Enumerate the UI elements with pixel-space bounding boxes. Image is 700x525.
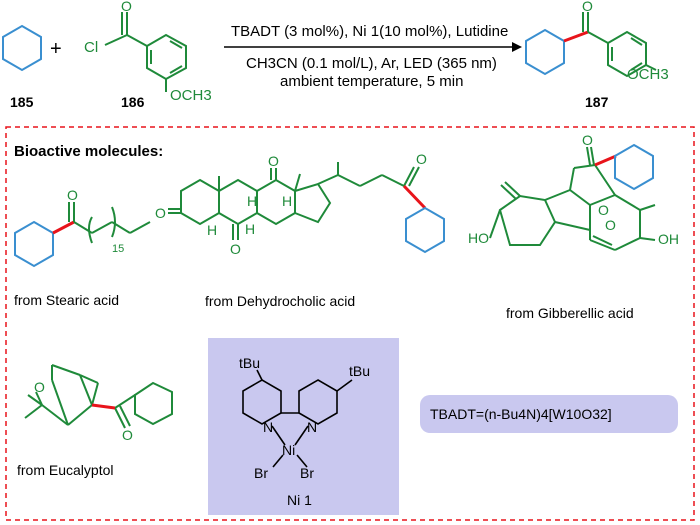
svg-text:O: O <box>582 132 593 148</box>
conditions-line-2: CH3CN (0.1 mol/L), Ar, LED (365 nm) <box>246 55 497 72</box>
methoxy-186: OCH3 <box>170 87 212 104</box>
chlorine-atom: Cl <box>84 39 98 56</box>
svg-text:O: O <box>598 202 609 218</box>
conditions-line-1: TBADT (3 mol%), Ni 1(10 mol%), Lutidine <box>231 23 508 40</box>
svg-text:O: O <box>122 427 133 443</box>
carbonyl-o-187: O <box>582 0 593 14</box>
gibberellic-derivative-structure <box>489 146 656 251</box>
svg-text:O: O <box>155 205 166 221</box>
label-187: 187 <box>585 94 609 110</box>
ni-atom: Ni <box>282 442 295 458</box>
panel-title: Bioactive molecules: <box>14 143 163 160</box>
svg-text:OH: OH <box>658 231 679 247</box>
stearic-chain-subscript: 15 <box>112 243 124 255</box>
label-186: 186 <box>121 94 145 110</box>
br-left: Br <box>254 465 268 481</box>
new-cc-bond <box>563 30 589 43</box>
n-left: N <box>263 419 273 435</box>
arrowhead <box>512 42 522 52</box>
bioactive-panel-border <box>5 126 695 521</box>
ni-catalyst-structure <box>242 369 353 468</box>
eucalyptol-derivative-structure <box>24 364 173 429</box>
dehydrocholic-derivative-structure <box>168 162 420 240</box>
svg-text:H: H <box>247 193 257 209</box>
cyclohexane-ring <box>2 24 42 72</box>
tbadt-formula: TBADT=(n-Bu4N)4[W10O32] <box>430 406 612 422</box>
n-right: N <box>307 419 317 435</box>
tbu-left: tBu <box>239 355 260 371</box>
stearic-derivative-structure: O <box>14 187 151 268</box>
acyl-chloride-structure <box>104 12 187 92</box>
caption-eucalyptol: from Eucalyptol <box>17 462 113 478</box>
product-cyclohexyl-ring <box>525 28 565 76</box>
svg-text:O: O <box>34 379 45 395</box>
tbu-right: tBu <box>349 363 370 379</box>
svg-text:O: O <box>230 241 241 257</box>
br-right: Br <box>300 465 314 481</box>
methoxy-187: OCH3 <box>627 66 669 83</box>
tbadt-box <box>420 395 678 433</box>
svg-text:H: H <box>282 193 292 209</box>
svg-text:O: O <box>416 151 427 167</box>
svg-text:O: O <box>67 187 78 203</box>
caption-dehydrocholic: from Dehydrocholic acid <box>205 293 355 309</box>
svg-text:H: H <box>245 221 255 237</box>
svg-text:O: O <box>268 153 279 169</box>
caption-stearic: from Stearic acid <box>14 292 119 308</box>
product-aroyl <box>582 12 657 78</box>
gibberellic-cyclohexyl <box>614 143 654 191</box>
carbonyl-o-186: O <box>121 0 132 14</box>
ni-label: Ni 1 <box>287 492 312 508</box>
svg-text:O: O <box>605 217 616 233</box>
label-185: 185 <box>10 94 34 110</box>
svg-text:H: H <box>207 222 217 238</box>
svg-text:HO: HO <box>468 230 489 246</box>
conditions-line-3: ambient temperature, 5 min <box>280 73 463 90</box>
plus-sign: + <box>50 38 62 60</box>
ni-catalyst-box <box>208 338 399 515</box>
caption-gibberellic: from Gibberellic acid <box>506 305 634 321</box>
dehydrocholic-cyclohexyl <box>405 206 445 254</box>
